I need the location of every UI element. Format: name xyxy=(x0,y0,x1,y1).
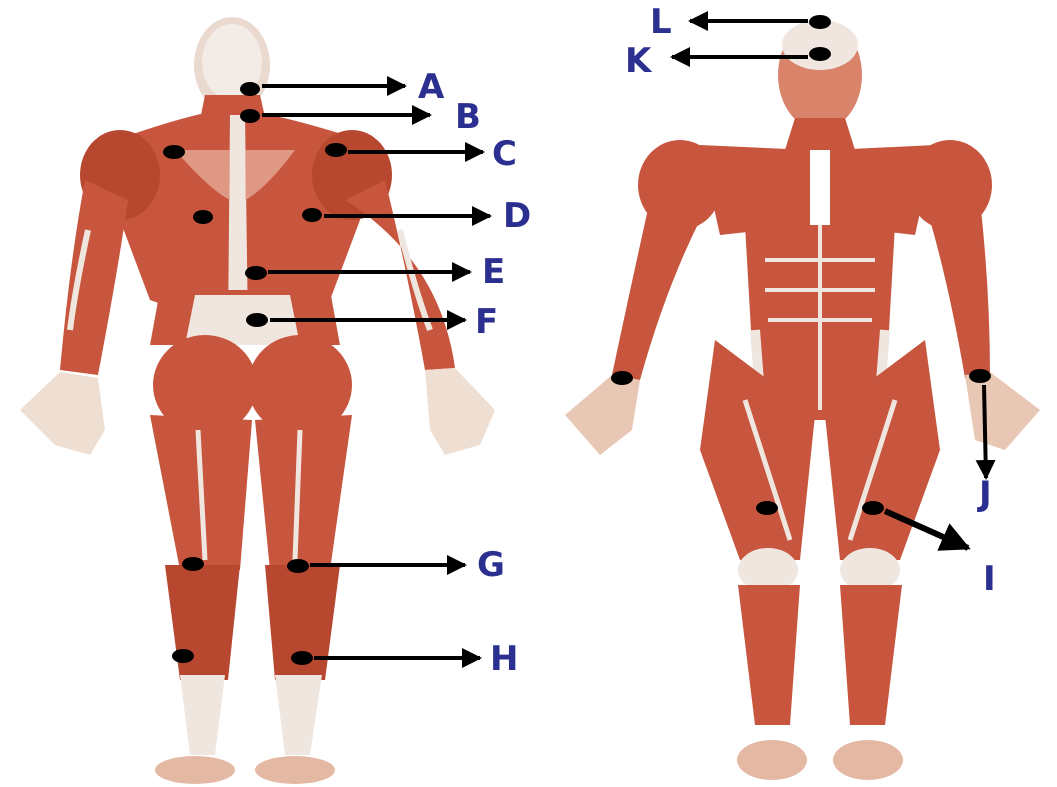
label-k: K xyxy=(625,41,653,81)
front-left-hand xyxy=(565,375,640,455)
marker-left-wrist-dot xyxy=(611,371,633,385)
front-left-shin xyxy=(738,585,800,725)
label-l: L xyxy=(650,2,672,42)
front-right-arm xyxy=(930,200,990,378)
front-left-foot xyxy=(737,740,807,780)
back-right-foot xyxy=(255,756,335,784)
marker-j-dot xyxy=(969,369,991,383)
back-left-hand xyxy=(20,372,105,455)
front-right-hand xyxy=(965,372,1040,450)
label-c: C xyxy=(492,134,517,174)
marker-e-dot xyxy=(245,266,267,280)
back-right-arm xyxy=(345,180,455,370)
label-b: B xyxy=(455,97,481,137)
label-f: F xyxy=(475,302,498,342)
label-d: D xyxy=(503,196,531,236)
marker-left-calf-dot xyxy=(182,557,204,571)
marker-left-thigh-dot xyxy=(756,501,778,515)
label-g: G xyxy=(477,545,505,585)
marker-left-lat-dot xyxy=(193,210,213,224)
label-e: E xyxy=(482,252,505,292)
front-right-foot xyxy=(833,740,903,780)
marker-left-shoulder-dot xyxy=(163,145,185,159)
marker-l-dot xyxy=(809,15,831,29)
labels: A B C D E F G H I J K L xyxy=(418,2,996,679)
back-left-arm xyxy=(60,180,128,375)
marker-left-heel-dot xyxy=(172,649,194,663)
front-neck xyxy=(785,118,855,150)
label-i: I xyxy=(983,559,996,599)
marker-c-dot xyxy=(325,143,347,157)
posterior-figure xyxy=(20,17,495,784)
marker-h-dot xyxy=(291,651,313,665)
anterior-figure xyxy=(565,20,1040,780)
back-right-thigh xyxy=(255,415,352,570)
front-right-pectoral xyxy=(830,145,935,235)
label-h: H xyxy=(490,639,518,679)
arrow-j xyxy=(984,385,986,478)
marker-g-dot xyxy=(287,559,309,573)
back-right-hand xyxy=(425,368,495,455)
marker-b-dot xyxy=(240,109,260,123)
marker-k-dot xyxy=(809,47,831,61)
label-a: A xyxy=(418,67,445,107)
back-left-foot xyxy=(155,756,235,784)
label-j: J xyxy=(977,474,992,514)
marker-a-dot xyxy=(240,82,260,96)
marker-f-dot xyxy=(246,313,268,327)
marker-i-dot xyxy=(862,501,884,515)
front-left-arm xyxy=(612,200,700,380)
front-right-shin xyxy=(840,585,902,725)
marker-d-dot xyxy=(302,208,322,222)
front-left-pectoral xyxy=(700,145,810,235)
back-left-calf xyxy=(165,565,240,680)
